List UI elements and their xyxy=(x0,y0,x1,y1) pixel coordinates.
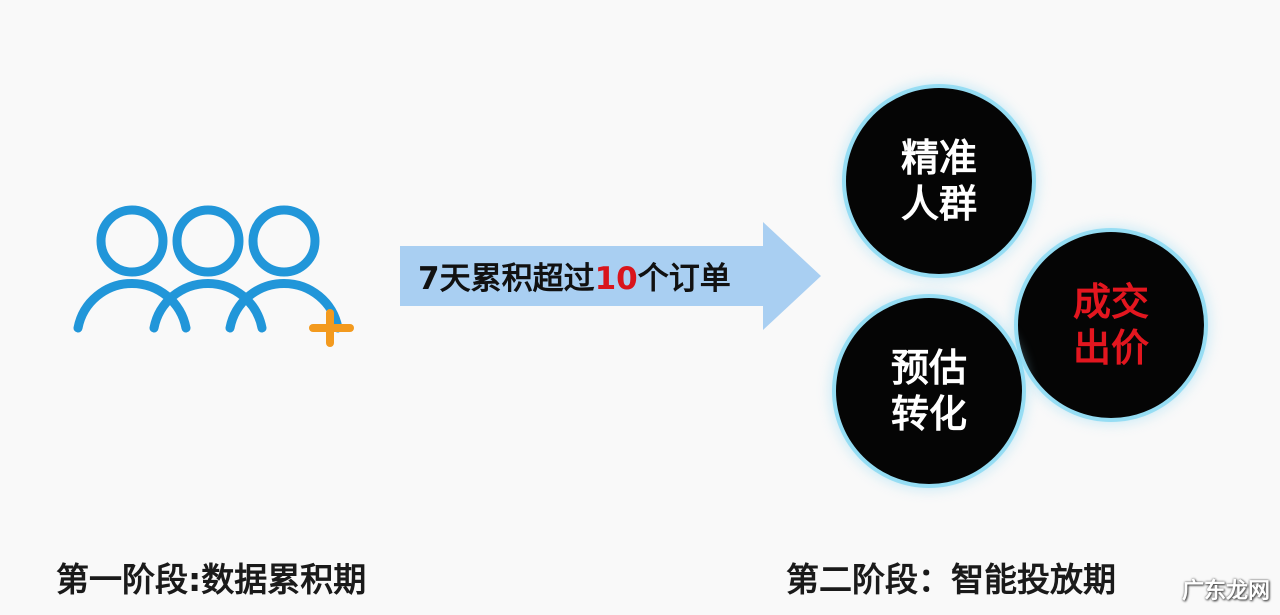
circle-line: 转化 xyxy=(890,392,967,436)
stage-two-caption: 第二阶段：智能投放期 xyxy=(786,560,1116,599)
right-arrow-icon xyxy=(400,222,821,330)
circle-line: 预估 xyxy=(890,346,967,390)
circle-line: 精准 xyxy=(900,136,977,180)
watermark-text: 广东龙网 xyxy=(1181,579,1270,604)
circle-conversion-bid: 成交 出价 xyxy=(1018,232,1204,418)
people-add-icon xyxy=(73,205,354,347)
stage-one-caption: 第一阶段:数据累积期 xyxy=(56,560,367,599)
circle-precise-audience: 精准 人群 xyxy=(846,88,1032,274)
circle-line: 人群 xyxy=(900,182,977,226)
circle-estimated-conversion: 预估 转化 xyxy=(836,298,1022,484)
arrow-text-after: 个订单 xyxy=(637,261,731,297)
circle-line: 出价 xyxy=(1072,326,1149,370)
plus-icon xyxy=(309,309,354,347)
circle-line: 成交 xyxy=(1072,280,1149,324)
arrow-text-highlight: 10 xyxy=(594,261,638,297)
arrow-text-before: 7天累积超过 xyxy=(418,261,595,297)
arrow-label: 7天累积超过10个订单 xyxy=(418,257,731,301)
